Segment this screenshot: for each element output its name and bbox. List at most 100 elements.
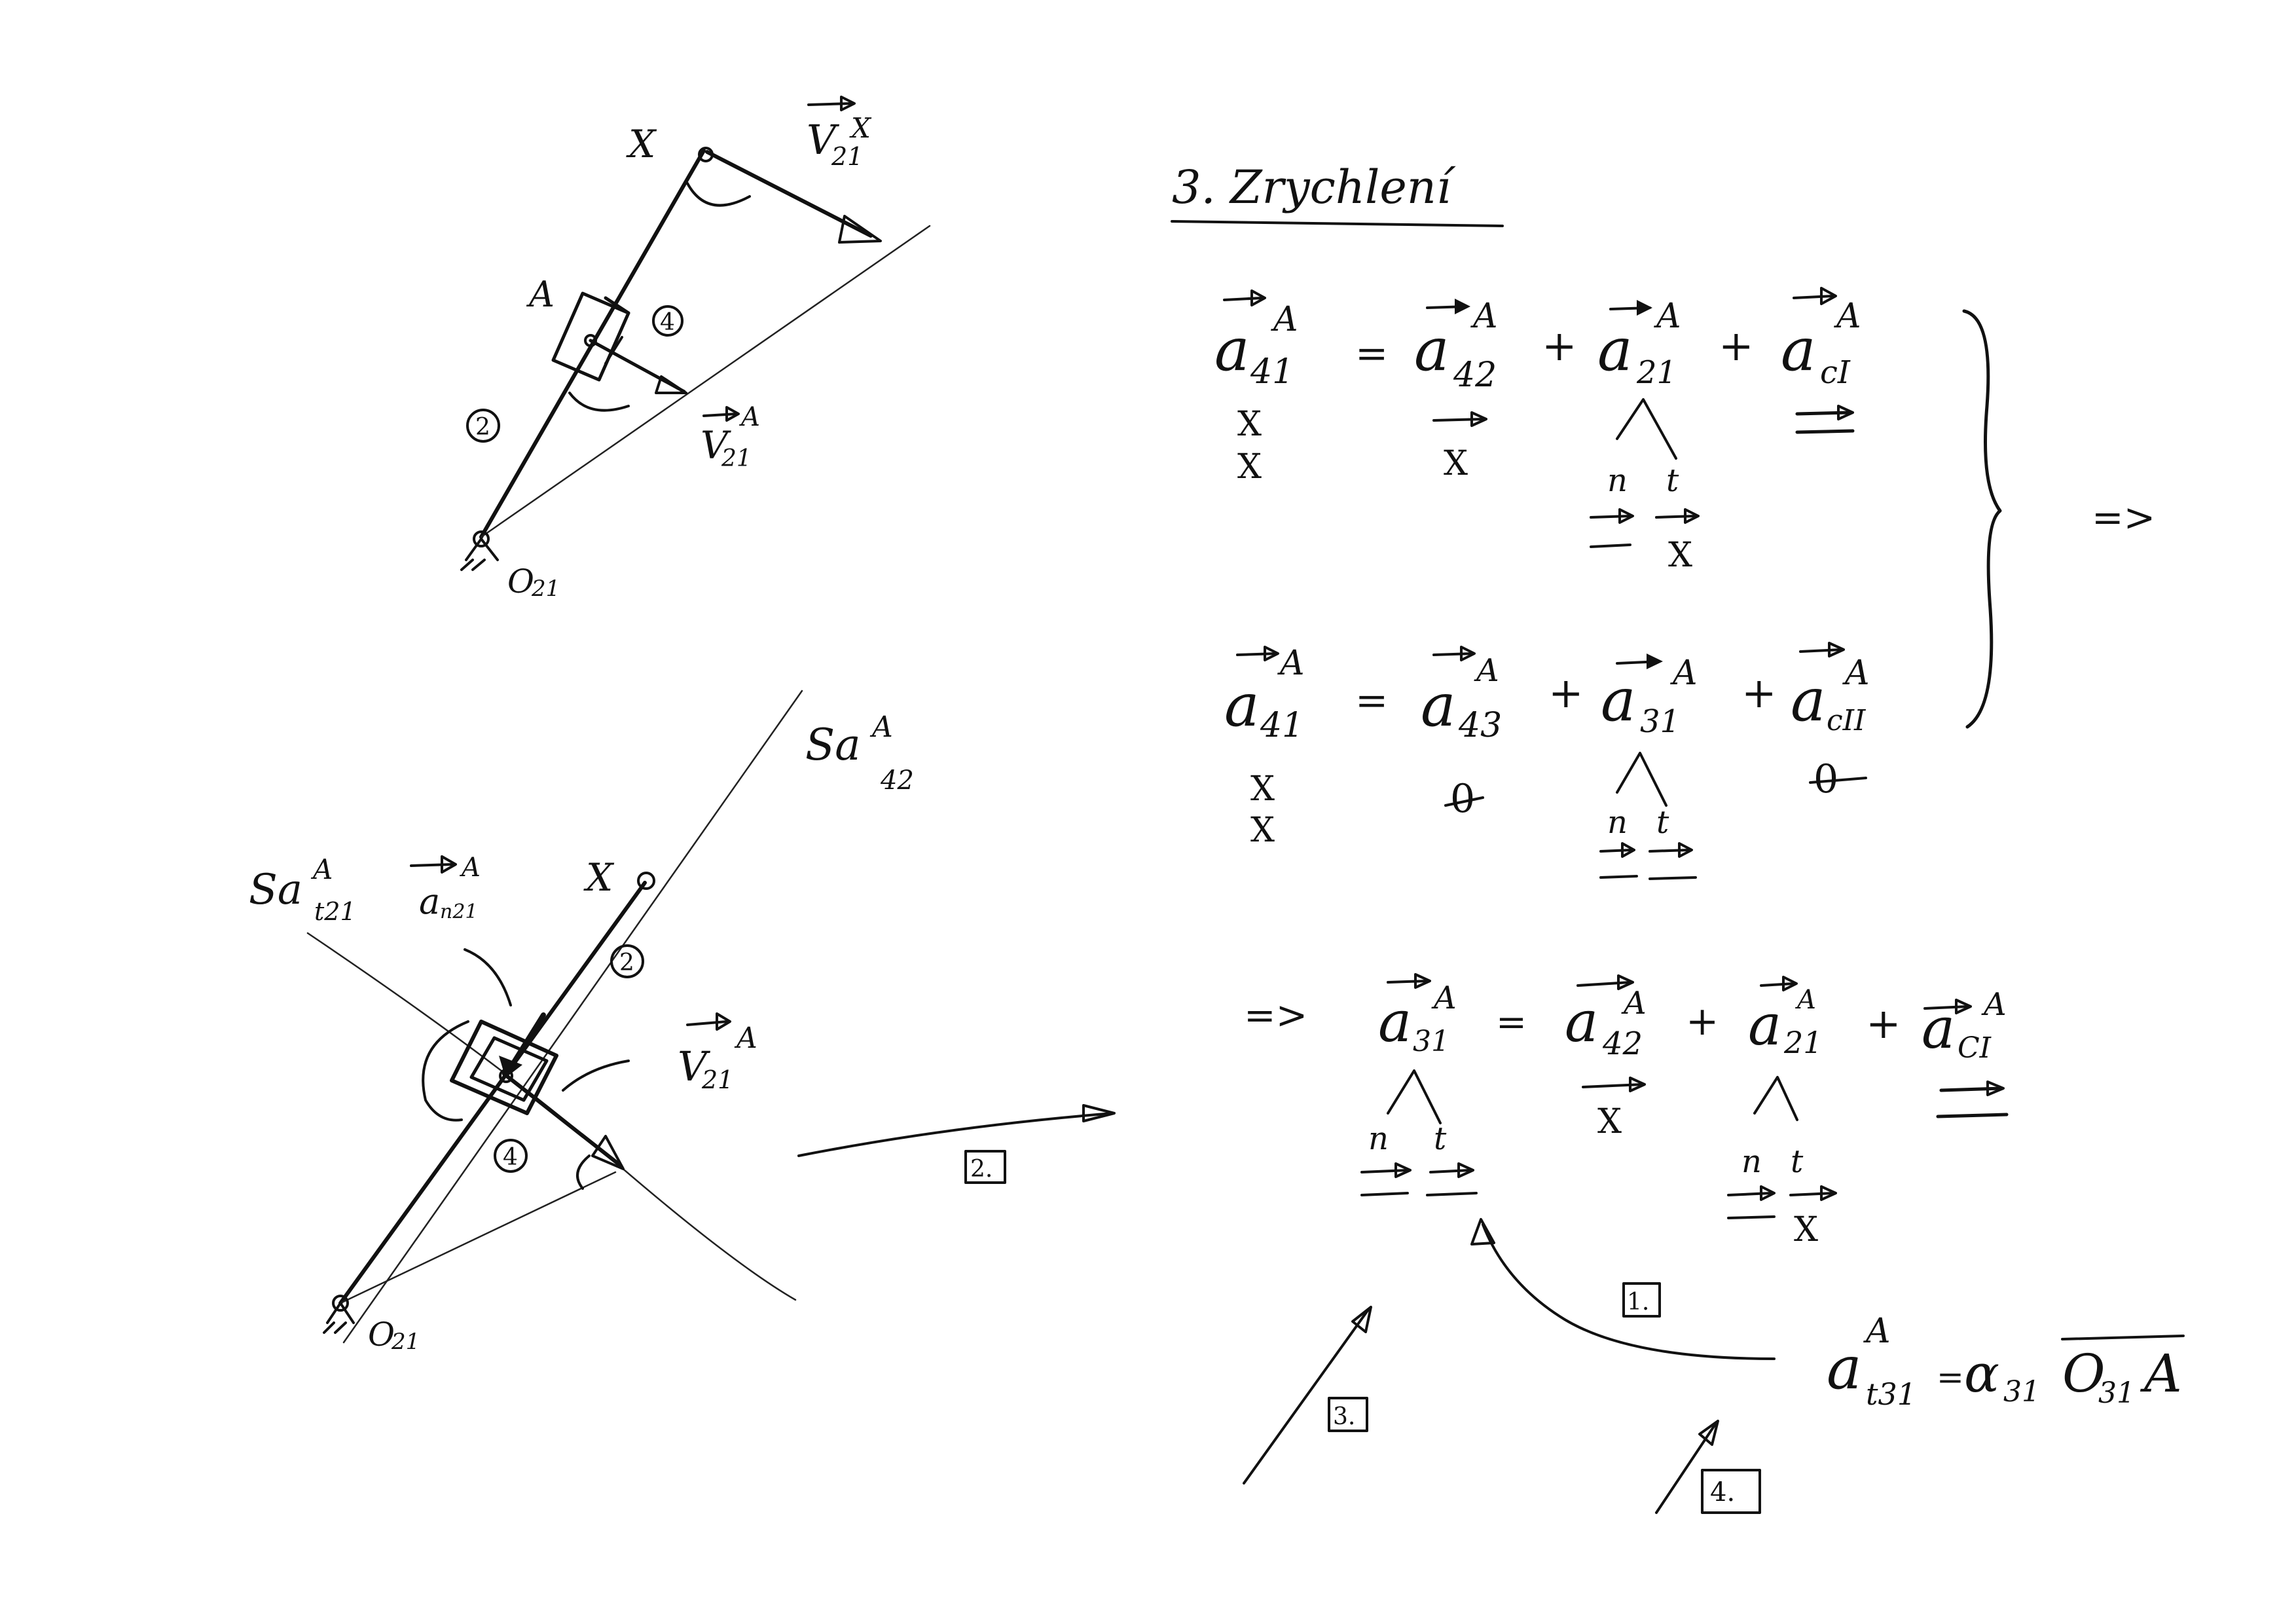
svg-text:A: A bbox=[1795, 985, 1816, 1015]
eq3-n-label: n bbox=[1368, 1120, 1389, 1157]
eq3-a21-n-label: n bbox=[1741, 1143, 1762, 1180]
direction-line bbox=[480, 225, 931, 538]
eq1-plus-2: + bbox=[1719, 322, 1754, 371]
eq2-n-label: n bbox=[1607, 804, 1628, 841]
eq2-term-acII: a cII A bbox=[1791, 642, 1870, 737]
svg-text:4: 4 bbox=[660, 309, 675, 336]
label-x: X bbox=[583, 855, 615, 900]
section-title: 3. Zrychlení bbox=[1172, 160, 1456, 214]
eq2-acII-zero: 0 bbox=[1809, 756, 1867, 802]
svg-text:A: A bbox=[1271, 300, 1298, 339]
svg-text:2: 2 bbox=[475, 414, 490, 441]
eq2-split bbox=[1616, 752, 1667, 807]
svg-text:a: a bbox=[1601, 666, 1636, 735]
svg-text:a: a bbox=[1748, 993, 1781, 1058]
svg-text:3.: 3. bbox=[1333, 1403, 1355, 1430]
eq1-term-acI: a cI A bbox=[1781, 287, 1861, 391]
eq2-equals: = bbox=[1355, 678, 1388, 724]
eq1-n-label: n bbox=[1607, 462, 1628, 499]
step-3-arrow bbox=[1243, 1308, 1370, 1485]
svg-text:4: 4 bbox=[503, 1144, 518, 1171]
svg-text:A: A bbox=[738, 402, 760, 432]
svg-text:A: A bbox=[1670, 654, 1698, 693]
eq1-acI-known bbox=[1795, 405, 1855, 434]
svg-text:21: 21 bbox=[701, 1065, 733, 1094]
svg-text:CI: CI bbox=[1958, 1031, 1992, 1065]
formula-lhs-sub: t31 bbox=[1866, 1376, 1916, 1412]
slider-tick bbox=[604, 336, 623, 365]
right-angle-a bbox=[568, 392, 630, 412]
slider-joint bbox=[499, 1069, 513, 1083]
label-an21: a n21 A bbox=[410, 853, 481, 923]
svg-text:A: A bbox=[1431, 980, 1457, 1016]
step-4-arrowhead bbox=[1698, 1420, 1719, 1446]
slider-block bbox=[551, 291, 630, 382]
label-v21a: V 21 A bbox=[701, 402, 760, 472]
svg-text:21: 21 bbox=[831, 142, 863, 171]
eq3-a42-dir bbox=[1582, 1077, 1646, 1092]
eq2-lhs-mark-2: X bbox=[1250, 811, 1275, 850]
eq1-plus-1: + bbox=[1542, 322, 1577, 371]
svg-text:42: 42 bbox=[1602, 1025, 1643, 1062]
eq3-split bbox=[1387, 1069, 1442, 1124]
equation-1: a 41 A = a 42 A + a 21 A + a cI A X X bbox=[1214, 287, 1861, 575]
pivot-o21 bbox=[473, 530, 490, 547]
segment-end: A bbox=[2140, 1343, 2182, 1404]
equation-2: a 41 A = a 43 A + a 31 A + a cII A X X 0 bbox=[1224, 642, 1870, 880]
slider-block bbox=[450, 1020, 558, 1115]
eq1-lhs-mark-1: X bbox=[1237, 405, 1262, 444]
eq3-term-aCI: a CI A bbox=[1922, 986, 2007, 1065]
pivot-o21 bbox=[332, 1295, 349, 1312]
svg-text:a: a bbox=[1224, 671, 1260, 740]
svg-text:A: A bbox=[459, 853, 481, 883]
eq1-t-mark: X bbox=[1668, 536, 1692, 575]
svg-text:4.: 4. bbox=[1710, 1477, 1735, 1507]
eq3-t-label: t bbox=[1434, 1120, 1447, 1157]
segment-start: O bbox=[2062, 1343, 2105, 1404]
svg-text:a: a bbox=[1414, 316, 1449, 384]
svg-text:21: 21 bbox=[1783, 1025, 1823, 1060]
svg-text:42: 42 bbox=[880, 766, 914, 796]
step-1-box: 1. bbox=[1622, 1282, 1661, 1318]
eq3-implies: => bbox=[1244, 993, 1307, 1037]
sa42-direction-line bbox=[342, 690, 803, 1344]
svg-text:A: A bbox=[1621, 985, 1647, 1022]
ground-hatch bbox=[460, 538, 499, 571]
step-4-box: 4. bbox=[1701, 1469, 1761, 1514]
eq3-lhs: a 31 A bbox=[1378, 973, 1457, 1058]
formula-lhs-base: a bbox=[1827, 1334, 1862, 1403]
velocity-a-arrowhead bbox=[591, 1135, 625, 1170]
label-link-4: 4 bbox=[652, 305, 683, 337]
velocity-a-arrow bbox=[589, 339, 686, 394]
label-x: X bbox=[626, 122, 657, 166]
implies-arrow: => bbox=[2092, 495, 2155, 540]
eq2-term-a43: a 43 A bbox=[1421, 646, 1502, 745]
svg-text:A: A bbox=[1981, 986, 2007, 1023]
slider-edge bbox=[604, 296, 630, 315]
eq3-a21-split bbox=[1753, 1076, 1798, 1121]
eq2-plus-1: + bbox=[1548, 669, 1584, 718]
eq1-term-a42: a 42 A bbox=[1414, 297, 1498, 395]
right-angle-left bbox=[422, 1020, 469, 1122]
eq3-term-a21: a 21 A bbox=[1748, 976, 1823, 1060]
svg-text:t21: t21 bbox=[314, 897, 356, 926]
step-3-box: 3. bbox=[1328, 1397, 1368, 1432]
formula-equals: = bbox=[1937, 1358, 1964, 1396]
svg-text:n21: n21 bbox=[440, 900, 478, 923]
eq2-term-a31: a 31 A bbox=[1601, 654, 1698, 740]
label-v21a: V 21 A bbox=[678, 1012, 757, 1094]
joint-x bbox=[698, 147, 714, 162]
label-o21-top: O 21 bbox=[507, 563, 560, 602]
svg-text:X: X bbox=[849, 112, 872, 144]
label-sat21: Sa t21 A bbox=[249, 853, 356, 926]
accel-n21-leader bbox=[464, 948, 512, 1006]
step-1-arrowhead bbox=[1470, 1218, 1495, 1246]
svg-text:21: 21 bbox=[721, 445, 752, 472]
svg-text:cI: cI bbox=[1820, 354, 1851, 391]
svg-text:a: a bbox=[1781, 316, 1816, 384]
eq2-plus-2: + bbox=[1741, 669, 1777, 718]
svg-text:A: A bbox=[1470, 297, 1498, 336]
velocity-sketch: X V 21 X A 4 2 V 21 A O 21 bbox=[460, 96, 931, 602]
system-brace bbox=[1962, 309, 2002, 729]
svg-text:a: a bbox=[1214, 316, 1250, 384]
